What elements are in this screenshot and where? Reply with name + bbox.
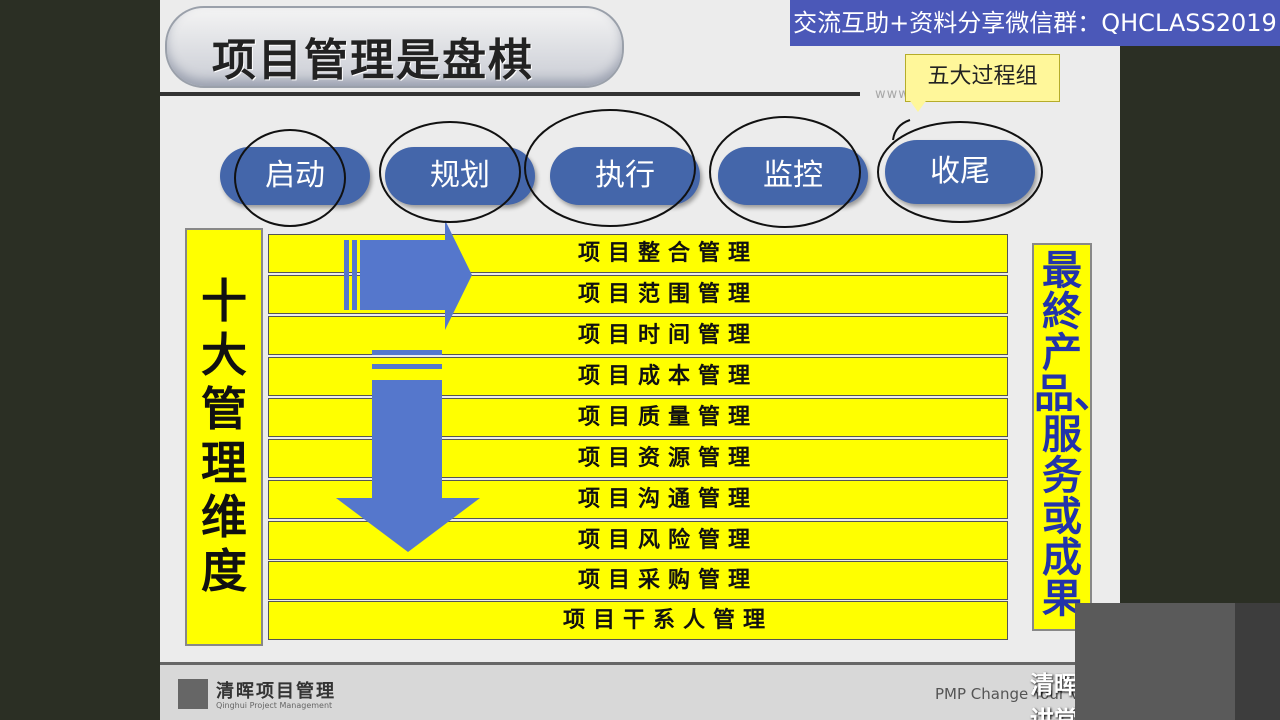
outputs-label-bar: 最終产品、服务或成果 xyxy=(1032,243,1114,631)
knowledge-area-row: 项目干系人管理 xyxy=(268,601,1008,640)
callout-tail xyxy=(908,98,928,112)
title-pill: 项目管理是盘棋 xyxy=(165,6,624,88)
phase-executing: 执行 xyxy=(550,147,700,205)
footer-slogan: PMP Change Your V xyxy=(935,685,1081,703)
process-groups-callout: 五大过程组 xyxy=(905,54,1060,102)
slide-title: 项目管理是盘棋 xyxy=(212,35,534,86)
phase-monitoring: 监控 xyxy=(718,147,868,205)
knowledge-area-row: 项目时间管理 xyxy=(268,316,1008,355)
phase-planning: 规划 xyxy=(385,147,535,205)
webcam-overlay-edge xyxy=(1235,603,1280,720)
right-arrow-icon xyxy=(344,220,472,330)
title-rule xyxy=(160,92,860,96)
wechat-banner: 交流互助+资料分享微信群：QHCLASS2019 xyxy=(790,0,1280,46)
logo-text: 清晖项目管理 xyxy=(216,681,336,702)
handwritten-circles xyxy=(234,109,1043,228)
logo-subtitle: Qinghui Project Management xyxy=(216,701,333,710)
phase-closing: 收尾 xyxy=(885,140,1035,204)
ten-areas-label: 十大管理维度 xyxy=(201,274,247,598)
knowledge-area-row: 项目采购管理 xyxy=(268,561,1008,600)
down-arrow-icon xyxy=(336,350,480,552)
logo-icon xyxy=(178,679,208,709)
ten-areas-label-bar: 十大管理维度 xyxy=(185,228,263,646)
outputs-label: 最終产品、服务或成果 xyxy=(1034,248,1114,622)
webcam-overlay xyxy=(1075,603,1235,720)
